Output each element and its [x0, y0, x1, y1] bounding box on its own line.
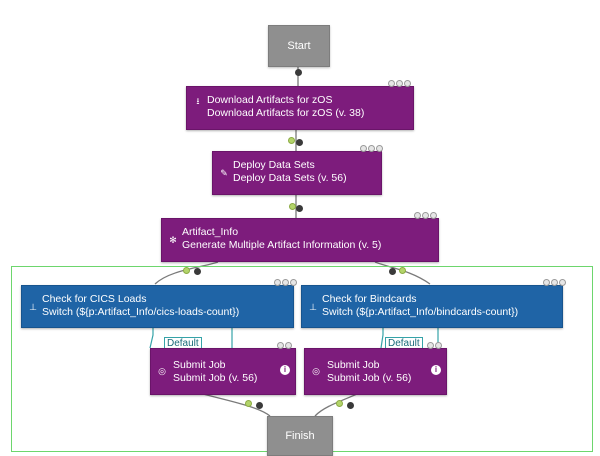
step-submit-job-right[interactable]: ◎ Submit Job Submit Job (v. 56) i	[304, 348, 447, 395]
step-title: Artifact_Info	[182, 226, 239, 238]
step-deploy-data-sets[interactable]: ✎ Deploy Data Sets Deploy Data Sets (v. …	[212, 151, 382, 195]
step-subtitle: Deploy Data Sets (v. 56)	[233, 172, 347, 184]
step-toolbar[interactable]	[414, 212, 437, 220]
deploy-icon: ✎	[220, 168, 228, 178]
step-toolbar[interactable]	[543, 279, 566, 287]
step-title: Submit Job	[173, 359, 226, 371]
switch-subtitle: Switch (${p:Artifact_Info/cics-loads-cou…	[42, 306, 240, 318]
step-title: Deploy Data Sets	[233, 159, 315, 171]
check-circle-icon: ◎	[312, 366, 320, 376]
step-toolbar[interactable]	[360, 145, 383, 153]
step-toolbar[interactable]	[274, 279, 297, 287]
connector-handle[interactable]	[194, 268, 201, 275]
finish-node[interactable]: Finish	[267, 416, 333, 456]
connector-handle[interactable]	[289, 203, 296, 210]
switch-icon: ⊥	[309, 302, 317, 312]
connector-handle[interactable]	[296, 205, 303, 212]
connector-handle[interactable]	[183, 267, 190, 274]
step-toolbar[interactable]	[427, 342, 442, 350]
connector-handle[interactable]	[296, 139, 303, 146]
step-submit-job-left[interactable]: ◎ Submit Job Submit Job (v. 56) i	[150, 348, 296, 395]
connector-handle[interactable]	[389, 268, 396, 275]
switch-subtitle: Switch (${p:Artifact_Info/bindcards-coun…	[322, 306, 519, 318]
step-toolbar[interactable]	[388, 80, 411, 88]
connector-handle[interactable]	[295, 69, 302, 76]
connector-handle[interactable]	[399, 267, 406, 274]
start-node[interactable]: Start	[268, 25, 330, 67]
connector-handle[interactable]	[288, 137, 295, 144]
switch-title: Check for CICS Loads	[42, 293, 147, 305]
step-title: Submit Job	[327, 359, 380, 371]
step-download-artifacts[interactable]: ⭳ Download Artifacts for zOS Download Ar…	[186, 86, 414, 130]
step-subtitle: Submit Job (v. 56)	[327, 372, 412, 384]
connector-handle[interactable]	[256, 402, 263, 409]
info-icon[interactable]: i	[280, 365, 290, 375]
switch-icon: ⊥	[29, 302, 37, 312]
check-circle-icon: ◎	[158, 366, 166, 376]
step-subtitle: Generate Multiple Artifact Information (…	[182, 239, 382, 251]
download-icon: ⭳	[196, 96, 200, 106]
step-subtitle: Download Artifacts for zOS (v. 38)	[207, 107, 365, 119]
gear-icon: ✻	[169, 235, 177, 245]
step-artifact-info[interactable]: ✻ Artifact_Info Generate Multiple Artifa…	[161, 218, 439, 262]
connector-handle[interactable]	[336, 400, 343, 407]
switch-check-cics-loads[interactable]: ⊥ Check for CICS Loads Switch (${p:Artif…	[21, 285, 294, 328]
connector-handle[interactable]	[347, 402, 354, 409]
step-subtitle: Submit Job (v. 56)	[173, 372, 258, 384]
step-title: Download Artifacts for zOS	[207, 94, 333, 106]
step-toolbar[interactable]	[277, 342, 292, 350]
switch-title: Check for Bindcards	[322, 293, 417, 305]
connector-handle[interactable]	[245, 400, 252, 407]
info-icon[interactable]: i	[431, 365, 441, 375]
start-label: Start	[287, 40, 311, 52]
finish-label: Finish	[285, 430, 315, 442]
switch-check-bindcards[interactable]: ⊥ Check for Bindcards Switch (${p:Artifa…	[301, 285, 563, 328]
